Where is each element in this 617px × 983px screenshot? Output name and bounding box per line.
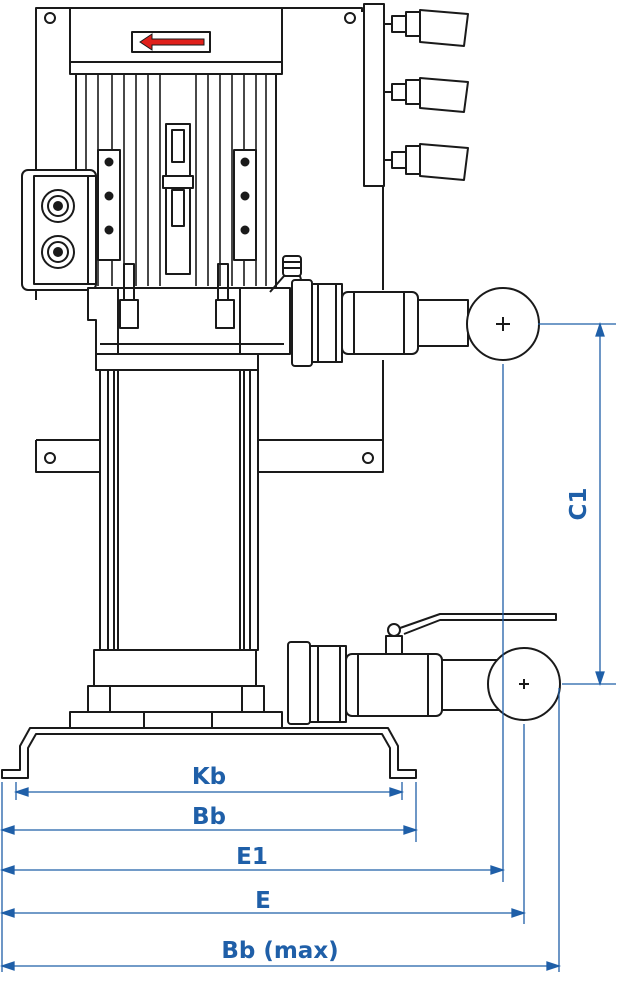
outlet-pipework <box>291 279 540 367</box>
pump-upper-housing <box>95 353 259 371</box>
dim-label-kb: Kb <box>192 764 226 790</box>
pressure-switch-icon <box>384 9 469 47</box>
base-frame <box>1 727 417 779</box>
panel-hole <box>344 12 356 24</box>
dim-label-e: E <box>255 888 271 914</box>
extension-lines <box>1 323 616 972</box>
motor <box>69 7 283 289</box>
pump-column <box>99 369 259 651</box>
dim-line-bb-max <box>0 961 562 971</box>
dim-line-c1 <box>595 321 605 687</box>
pump-base <box>69 649 283 731</box>
panel-hole <box>44 12 56 24</box>
pressure-switch-icon <box>384 77 469 113</box>
dim-label-c1: C1 <box>566 488 592 521</box>
terminal-gland-icon <box>41 235 75 269</box>
inlet-pipework <box>287 613 561 725</box>
control-manifold <box>363 3 469 187</box>
terminal-gland-icon <box>41 189 75 223</box>
dim-label-bb: Bb <box>192 804 226 830</box>
dim-label-bb-max: Bb (max) <box>221 938 338 964</box>
panel-hole <box>44 452 56 464</box>
terminal-box <box>21 169 97 291</box>
direction-arrow-icon <box>139 33 205 51</box>
pressure-switch-icon <box>384 143 469 181</box>
dim-line-kb <box>13 787 405 797</box>
dim-line-e <box>0 908 527 918</box>
ball-valve-icon <box>345 613 557 717</box>
dim-label-e1: E1 <box>236 844 268 870</box>
panel-hole <box>362 452 374 464</box>
dim-line-bb <box>0 825 419 835</box>
dim-line-e1 <box>0 865 506 875</box>
motor-stool <box>87 263 291 355</box>
